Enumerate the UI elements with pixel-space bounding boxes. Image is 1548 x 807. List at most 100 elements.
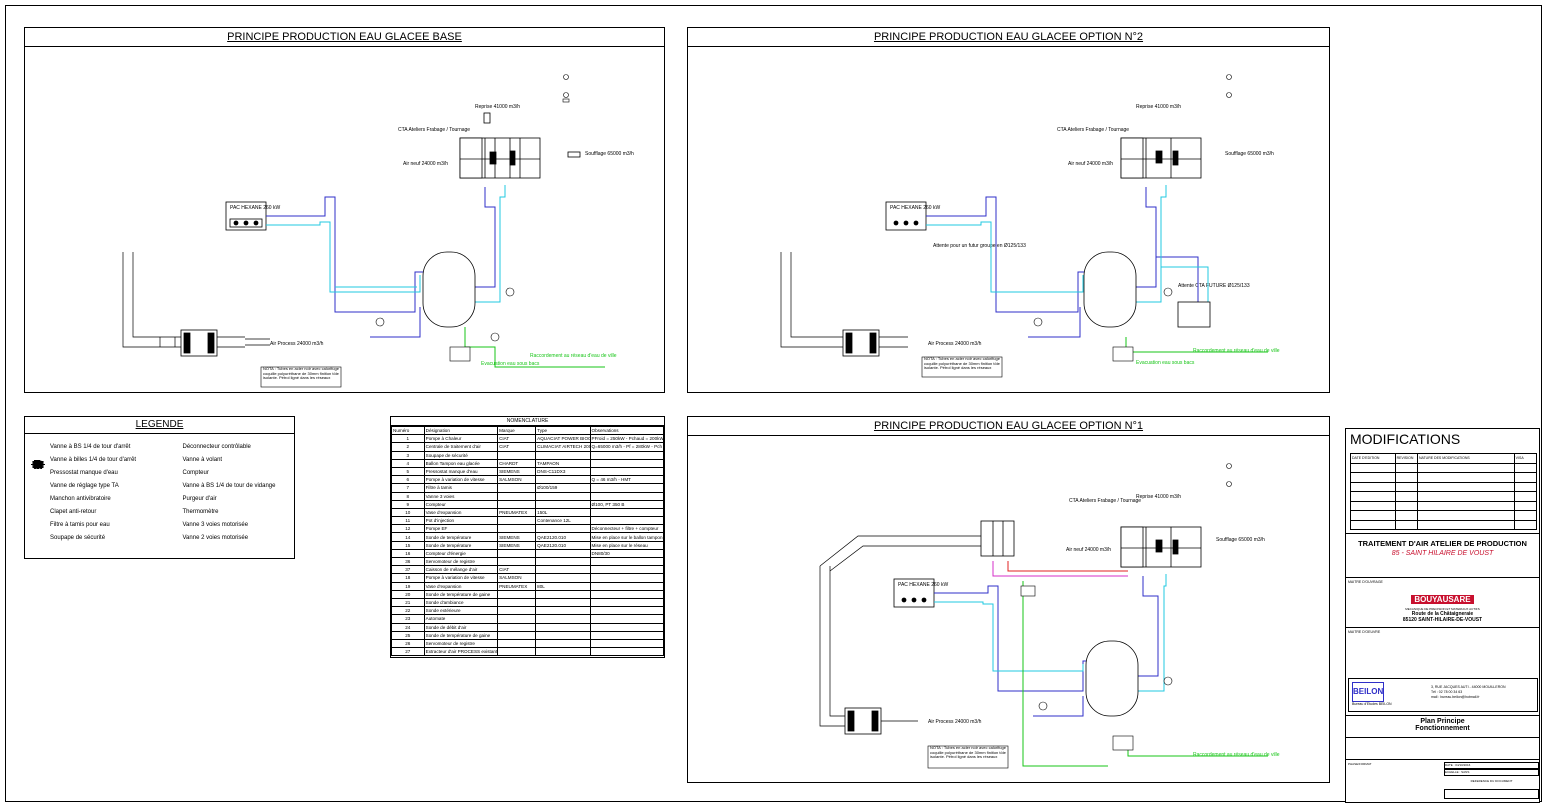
reference-label: REFERENCE DU DOCUMENT	[1470, 779, 1513, 783]
air-process-label: Air Process 24000 m3/h	[928, 719, 982, 725]
spare-block	[1346, 737, 1539, 760]
client-address2: 85120 SAINT-HILAIRE-DE-VOUST	[1402, 617, 1483, 623]
moe-label: MAITRE D'OEUVRE	[1348, 630, 1381, 634]
legend-item: Vanne à BS 1/4 de tour d'arrêt	[31, 441, 156, 469]
strainer-icon	[31, 461, 45, 529]
title-block: MODIFICATIONS DATE D'EDITION REVISION NA…	[1345, 428, 1540, 803]
bet-subtitle: Bureau d'Etudes BEILON	[1352, 702, 1392, 706]
legend-item: Déconnecteur contrôlable	[32, 441, 289, 468]
client-logo: BOUYAUSARE	[1411, 595, 1474, 604]
drawing-title-block: Plan Principe Fonctionnement	[1346, 715, 1539, 738]
gate-valve-icon	[33, 455, 178, 469]
nomenclature-table: Numéro Désignation Marque Type Observati…	[391, 425, 665, 657]
raccordement-label: Raccordement au réseau d'eau de ville	[1193, 348, 1280, 354]
bet-phone: Tél : 02 78 00 34 63	[1431, 690, 1463, 694]
cta-label: CTA Ateliers Frabage / Tournage	[1069, 498, 1141, 504]
air-process-label: Air Process 24000 m3/h	[928, 341, 982, 347]
tag-symbols	[1226, 463, 1232, 487]
piping-red	[1007, 561, 1128, 572]
two-way-valve-icon	[33, 460, 178, 542]
legend-item: Vanne à billes 1/4 de tour d'arrêt	[31, 454, 156, 469]
heat-pump	[225, 201, 267, 231]
buffer-tank	[422, 251, 476, 328]
groupe-label: PAC HEXANE 260 kW	[230, 205, 280, 211]
panel-option2: PRINCIPE PRODUCTION EAU GLACEE OPTION N°…	[687, 27, 1330, 393]
modifications-title: MODIFICATIONS	[1350, 431, 1461, 447]
note-text: NOTA : Tubes en acier noir avec calorifu…	[263, 367, 339, 381]
cta-unit	[1120, 526, 1202, 568]
air-vent-icon	[35, 460, 178, 503]
client-subtitle: MECANIQUE DE PRECISION ET MATERIAUX ACTI…	[1405, 607, 1480, 611]
balancing-valve-icon	[31, 460, 45, 490]
heat-pump	[885, 201, 927, 231]
table-header-row: Numéro Désignation Marque Type Observati…	[391, 425, 665, 436]
backflow-preventer-icon	[32, 442, 178, 468]
air-process-unit	[842, 329, 880, 357]
air-neuf-label: Air neuf 24000 m3/h	[1068, 161, 1113, 167]
client-address1: Route de la Châtaigneraie	[1411, 611, 1474, 617]
valve-icon	[31, 442, 45, 469]
air-process-label: Air Process 24000 m3/h	[270, 341, 324, 347]
legend-item: Vanne à BS 1/4 de tour de vidange	[35, 460, 289, 491]
pump-symbols	[1020, 585, 1173, 751]
nomenclature-panel: NOMENCLATURE Numéro Désignation Marque T…	[390, 416, 665, 658]
reprise-label: Reprise 41000 m3/h	[1136, 494, 1181, 500]
drain-valve-icon	[35, 460, 178, 490]
diagram-option1: CTA Ateliers Frabage / Tournage Reprise …	[819, 463, 1280, 769]
meter-icon	[31, 461, 178, 477]
drawing-sheet	[5, 5, 1542, 802]
panel-title-option1: PRINCIPE PRODUCTION EAU GLACEE OPTION N°…	[688, 417, 1329, 436]
note-text: NOTA : Tubes en acier noir avec calorifu…	[930, 746, 1006, 760]
piping-green	[1022, 581, 1268, 767]
bet-logo: BEILON	[1352, 682, 1384, 702]
soufflage-label: Soufflage 65000 m3/h	[1216, 537, 1265, 543]
bet-email: mail : bureau.beilon@hotmail.fr	[1431, 695, 1480, 699]
raccordement-label: Raccordement au réseau d'eau de ville	[1193, 752, 1280, 758]
legend-grid: Vanne à BS 1/4 de tour d'arrêt Déconnect…	[31, 441, 288, 543]
legend-panel: LEGENDE Vanne à BS 1/4 de tour d'arrêt D…	[24, 416, 295, 559]
table-header-row: DATE D'EDITION REVISION NATURE DES MODIF…	[1350, 453, 1538, 464]
piping-blue	[926, 187, 1199, 338]
reprise-label: Reprise 41000 m3/h	[475, 104, 520, 110]
note-text: NOTA : Tubes en acier noir avec calorifu…	[924, 357, 1000, 371]
panel-title-base: PRINCIPE PRODUCTION EAU GLACEE BASE	[25, 28, 664, 47]
project-block: TRAITEMENT D'AIR ATELIER DE PRODUCTION 8…	[1346, 533, 1539, 578]
legend-item: Purgeur d'air	[35, 460, 289, 504]
attente-b-label: Attente CTA FUTURE Ø125/133	[1178, 283, 1250, 289]
reprise-label: Reprise 41000 m3/h	[1136, 104, 1181, 110]
date-field: DATE : 04/10/2016	[1444, 762, 1539, 769]
client-label: MAITRE D'OUVRAGE	[1348, 580, 1383, 584]
nomenclature-caption: NOMENCLATURE	[391, 417, 664, 426]
scale-field: ECHELLE : SANS	[1444, 769, 1539, 776]
panel-title-option2: PRINCIPE PRODUCTION EAU GLACEE OPTION N°…	[688, 28, 1329, 47]
project-title: TRAITEMENT D'AIR ATELIER DE PRODUCTION	[1358, 539, 1527, 548]
piping-cyan	[266, 185, 506, 303]
legend-item: Pressostat manque d'eau	[31, 461, 156, 478]
thermometer-icon	[37, 460, 178, 516]
attente-a-label: Attente pour un futur groupe en Ø125/133	[933, 243, 1026, 249]
cta-label: CTA Ateliers Frabage / Tournage	[398, 127, 470, 133]
groupe-label: PAC HEXANE 260 kW	[898, 582, 948, 588]
air-process-unit	[180, 329, 218, 357]
cta-unit	[1120, 137, 1202, 179]
tag-symbols	[1226, 74, 1232, 98]
bet-block: MAITRE D'OEUVRE BEILON Bureau d'Etudes B…	[1346, 627, 1539, 716]
air-neuf-label: Air neuf 24000 m3/h	[1066, 547, 1111, 553]
